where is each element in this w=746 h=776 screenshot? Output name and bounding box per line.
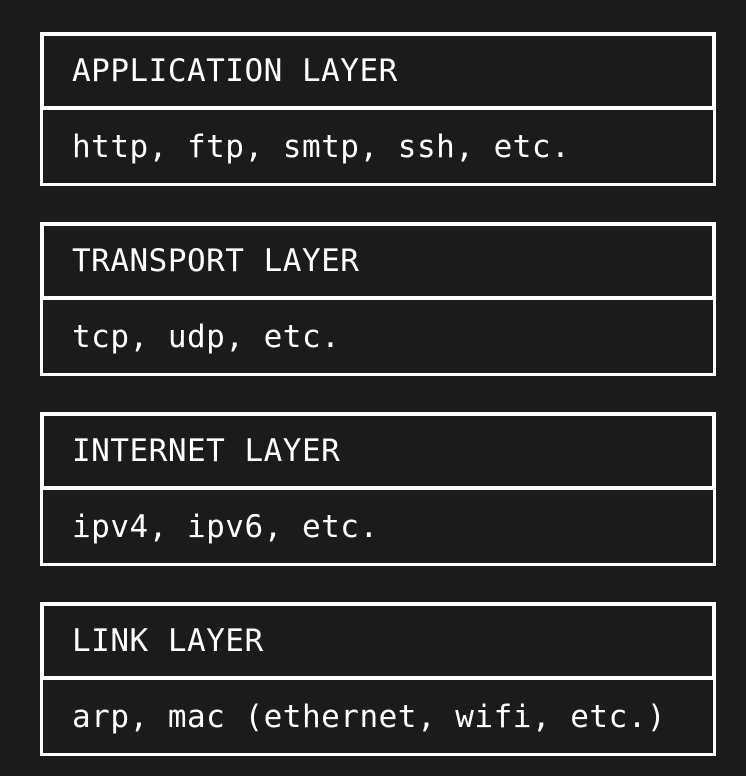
layer-title: TRANSPORT LAYER — [40, 222, 716, 300]
internet-layer-box: INTERNET LAYER ipv4, ipv6, etc. — [40, 412, 716, 566]
transport-layer-box: TRANSPORT LAYER tcp, udp, etc. — [40, 222, 716, 376]
layer-protocols: ipv4, ipv6, etc. — [40, 490, 716, 566]
layer-protocols: tcp, udp, etc. — [40, 300, 716, 376]
layer-title: INTERNET LAYER — [40, 412, 716, 490]
layer-title: LINK LAYER — [40, 602, 716, 680]
layer-protocols: http, ftp, smtp, ssh, etc. — [40, 110, 716, 186]
application-layer-box: APPLICATION LAYER http, ftp, smtp, ssh, … — [40, 32, 716, 186]
layer-protocols: arp, mac (ethernet, wifi, etc.) — [40, 680, 716, 756]
layer-title: APPLICATION LAYER — [40, 32, 716, 110]
link-layer-box: LINK LAYER arp, mac (ethernet, wifi, etc… — [40, 602, 716, 756]
